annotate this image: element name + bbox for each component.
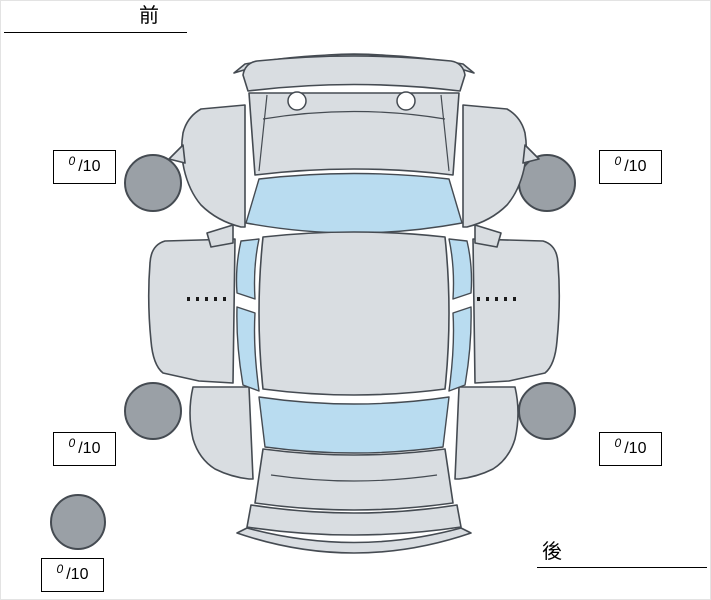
trunk-crease	[270, 474, 438, 482]
fender-front-right	[462, 104, 528, 228]
score-value: 0	[68, 436, 76, 450]
fender-marker-left	[168, 144, 186, 164]
score-max: /10	[624, 440, 647, 457]
score-max: /10	[66, 566, 89, 583]
score-value: 0	[614, 436, 622, 450]
tire-score-front-left: 0 /10	[53, 150, 116, 184]
side-window-front-left	[235, 238, 260, 300]
score-max: /10	[78, 158, 101, 175]
score-max: /10	[624, 158, 647, 175]
score-max: /10	[78, 440, 101, 457]
front-underline	[4, 32, 187, 33]
tire-rear-left	[124, 382, 182, 440]
hood-crease	[262, 110, 446, 120]
fender-front-left	[180, 104, 246, 228]
side-window-rear-left	[236, 306, 260, 392]
rear-quarter-right	[454, 386, 519, 480]
tire-rear-right	[518, 382, 576, 440]
front-label: 前	[139, 5, 160, 27]
tire-score-front-right: 0 /10	[599, 150, 662, 184]
side-mirror-left	[206, 224, 234, 248]
rear-quarter-left	[189, 386, 254, 480]
tire-score-spare: 0 /10	[41, 558, 104, 592]
tire-front-left	[124, 154, 182, 212]
door-panel-right	[472, 238, 561, 384]
hood-line-right	[440, 94, 450, 172]
hood-cap-right	[396, 91, 416, 111]
hood-cap-left	[287, 91, 307, 111]
fender-marker-right	[522, 144, 540, 164]
side-window-front-right	[448, 238, 473, 300]
tire-score-rear-right: 0 /10	[599, 432, 662, 466]
windshield	[245, 172, 463, 234]
rear-spoiler	[236, 527, 472, 554]
hood	[248, 92, 460, 176]
tire-front-right	[518, 154, 576, 212]
rear-bumper	[246, 504, 462, 536]
rear-label: 後	[542, 541, 563, 563]
tire-spare	[50, 494, 106, 550]
trunk	[254, 448, 454, 511]
front-bumper	[242, 55, 466, 92]
side-mirror-right	[474, 224, 502, 248]
roof	[258, 231, 450, 396]
side-window-rear-right	[448, 306, 472, 392]
score-value: 0	[614, 154, 622, 168]
rear-window	[258, 396, 450, 454]
rear-underline	[537, 567, 707, 568]
score-value: 0	[68, 154, 76, 168]
door-panel-left	[147, 238, 236, 384]
tire-score-rear-left: 0 /10	[53, 432, 116, 466]
hood-line-left	[258, 94, 268, 172]
score-value: 0	[56, 562, 64, 576]
